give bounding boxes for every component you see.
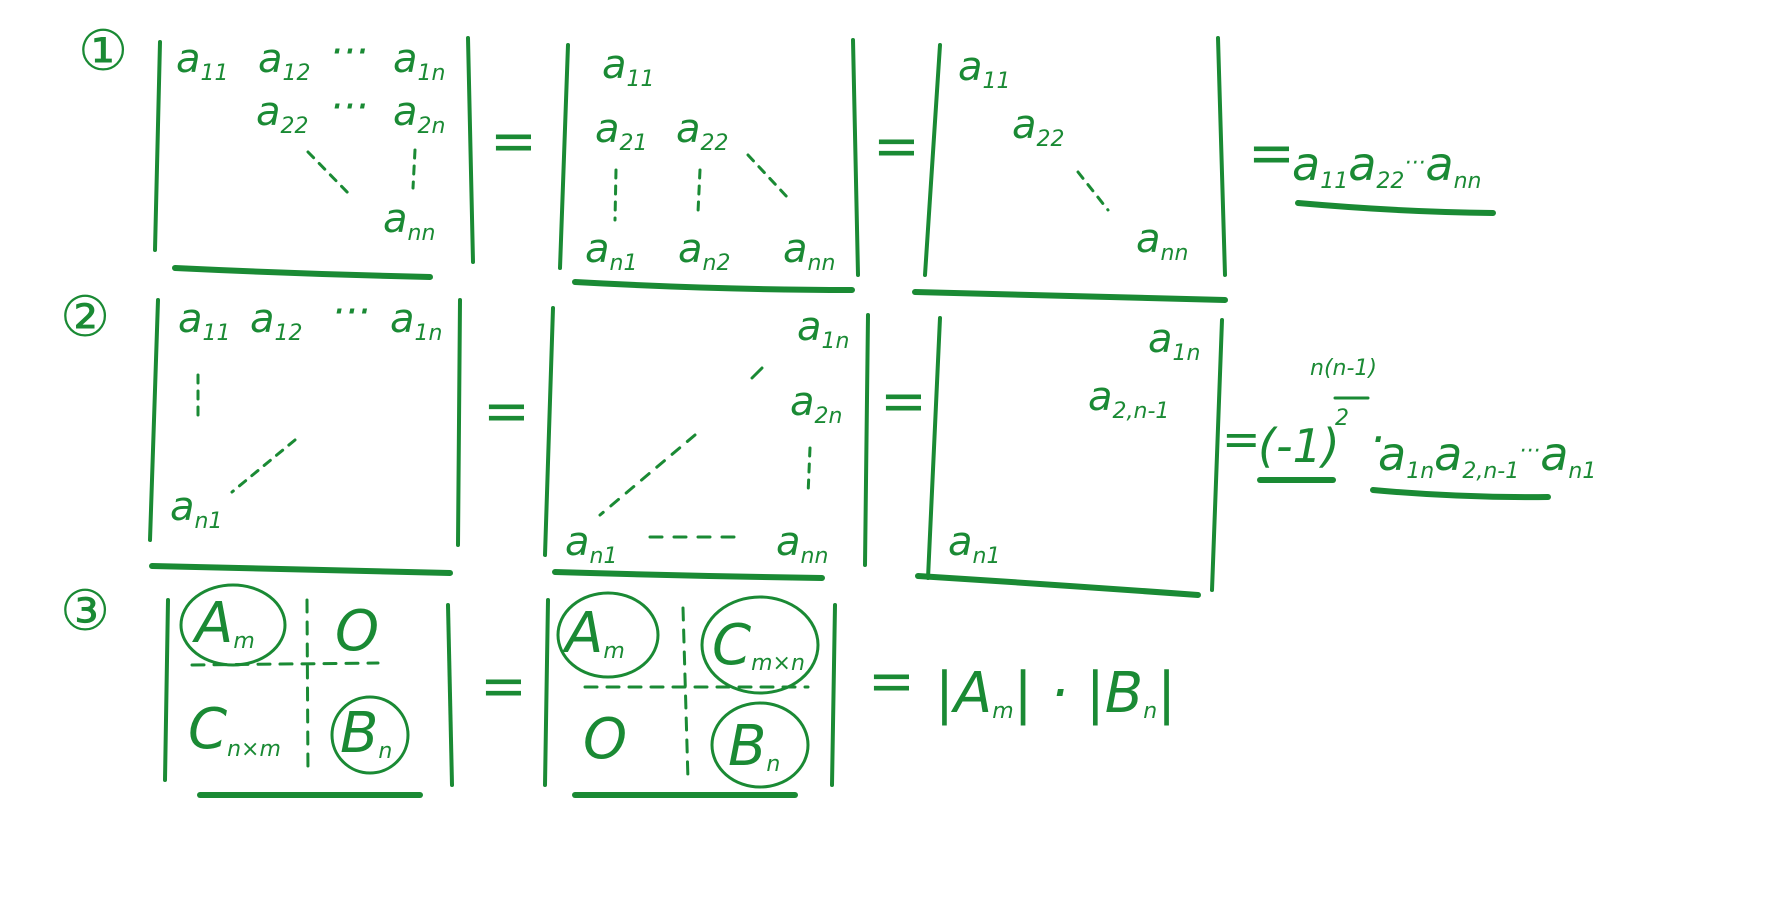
svg-text:O: O xyxy=(335,599,379,664)
row1-matrix-lower: a11 a21 a22 an1 an2 ann xyxy=(558,38,860,293)
row1-label: ① xyxy=(78,19,128,84)
dots: ··· xyxy=(330,84,368,130)
equals-sign: = xyxy=(1222,412,1261,466)
row2-matrix-anti-diagonal: a1n a2,n-1 an1 xyxy=(915,316,1224,598)
equals-sign: = xyxy=(490,109,537,174)
elem: a12 xyxy=(258,36,311,86)
equals-sign: = xyxy=(873,114,920,179)
elem: ann xyxy=(783,226,835,276)
elem: a1n xyxy=(393,36,445,86)
row1-matrix-diagonal: a11 a22 ann xyxy=(912,36,1228,303)
svg-text:Am: Am xyxy=(192,591,255,656)
equals-sign: = xyxy=(1248,121,1295,186)
elem: a21 xyxy=(595,106,648,156)
elem: a1n xyxy=(797,304,849,354)
elem: an2 xyxy=(678,226,730,276)
row1-result: a11a22···ann xyxy=(1292,137,1496,216)
elem: a11 xyxy=(178,296,231,346)
elem: a2n xyxy=(790,379,842,429)
row3-block-matrix-right: Am Cm×n O Bn xyxy=(543,591,837,798)
row2-label: ② xyxy=(60,285,110,350)
dots: ··· xyxy=(330,29,368,75)
row2-result: = n(n-1) 2 (-1) · a1na2,n-1···an1 xyxy=(1222,356,1596,501)
svg-text:Bn: Bn xyxy=(340,701,392,766)
elem: a1n xyxy=(390,296,442,346)
elem: a2n xyxy=(393,89,445,139)
row3-label: ③ xyxy=(60,579,110,644)
elem: a1n xyxy=(1148,316,1200,366)
svg-text:Cm×n: Cm×n xyxy=(712,613,805,678)
exponent-denominator: 2 xyxy=(1335,406,1349,431)
equals-sign: = xyxy=(880,369,927,434)
equals-sign: = xyxy=(868,649,915,714)
svg-text:Bn: Bn xyxy=(728,714,780,779)
row1-matrix-upper: a11 a12 ··· a1n a22 ··· a2n ann xyxy=(153,29,475,280)
svg-text:Cn×m: Cn×m xyxy=(188,697,281,762)
elem: an1 xyxy=(948,519,1000,569)
row3-result: |Am| · |Bn| xyxy=(935,661,1176,726)
exponent-numerator: n(n-1) xyxy=(1310,356,1377,381)
equals-sign: = xyxy=(483,379,530,444)
elem: an1 xyxy=(565,519,617,569)
elem: a12 xyxy=(250,296,303,346)
elem: ann xyxy=(1136,216,1188,266)
row2-matrix-lower-anti: a1n a2n an1 ann xyxy=(543,304,870,581)
svg-text:|Am| · |Bn|: |Am| · |Bn| xyxy=(935,661,1176,726)
svg-text:Am: Am xyxy=(562,601,625,666)
svg-text:O: O xyxy=(583,707,627,772)
elem: a11 xyxy=(958,44,1011,94)
elem: a2,n-1 xyxy=(1088,374,1169,424)
elem: a22 xyxy=(256,89,309,139)
svg-text:a11a22···ann: a11a22···ann xyxy=(1292,137,1481,194)
elem: an1 xyxy=(585,226,637,276)
sign-factor: (-1) xyxy=(1258,419,1340,473)
equals-sign: = xyxy=(480,654,527,719)
elem: a22 xyxy=(676,106,729,156)
elem: ann xyxy=(776,519,828,569)
svg-text:a1na2,n-1···an1: a1na2,n-1···an1 xyxy=(1378,427,1596,484)
elem: a11 xyxy=(176,36,229,86)
elem: a11 xyxy=(602,42,655,92)
row2-matrix-upper-anti: a11 a12 ··· a1n an1 xyxy=(148,289,462,576)
dot: · xyxy=(1370,412,1385,466)
row3-block-matrix-left: Am O Cn×m Bn xyxy=(163,583,454,798)
elem: a22 xyxy=(1012,102,1065,152)
elem: an1 xyxy=(170,484,222,534)
dots: ··· xyxy=(332,289,370,335)
elem: ann xyxy=(383,196,435,246)
